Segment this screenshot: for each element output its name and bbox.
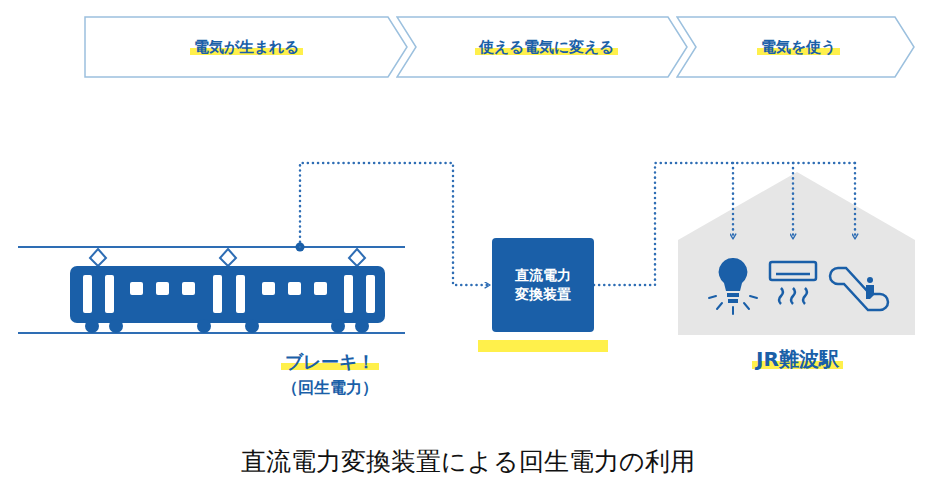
converter-base bbox=[478, 340, 608, 352]
caption-label: JR難波駅 bbox=[752, 347, 843, 371]
illustration-node: JR難波駅 bbox=[680, 240, 915, 373]
power-flow-line bbox=[732, 163, 735, 239]
power-flow bbox=[594, 163, 855, 285]
device-label: 直流電力変換装置 bbox=[515, 267, 571, 302]
escalator-icon bbox=[830, 268, 888, 310]
caption-label: ブレーキ！ bbox=[281, 351, 379, 372]
illustration-node: ブレーキ！ （回生電力） bbox=[250, 247, 410, 399]
converter-box: 直流電力変換装置 bbox=[492, 238, 594, 332]
rail bbox=[18, 332, 405, 334]
power-flow-line bbox=[594, 163, 855, 285]
stage-label: 電気を使う bbox=[757, 38, 840, 56]
pantograph bbox=[90, 249, 365, 266]
stage-chevron: 使える電気に変える bbox=[396, 16, 688, 78]
power-flow-line bbox=[300, 163, 490, 285]
air-conditioner-icon bbox=[770, 262, 816, 304]
power-flow-line bbox=[854, 163, 857, 239]
stage-label: 使える電気に変える bbox=[475, 38, 618, 56]
station-building bbox=[678, 172, 915, 335]
power-flow-line bbox=[792, 163, 795, 239]
train bbox=[70, 266, 385, 333]
overhead-wire bbox=[18, 246, 405, 248]
power-flow bbox=[300, 163, 490, 285]
stage-chevron: 電気を使う bbox=[676, 16, 915, 78]
stage-chevron: 電気が生まれる bbox=[84, 16, 408, 78]
figure-caption: 直流電力変換装置による回生電力の利用 bbox=[0, 445, 935, 478]
stage-label: 電気が生まれる bbox=[190, 38, 303, 56]
light-bulb-icon bbox=[709, 258, 757, 314]
caption-label: （回生電力） bbox=[282, 378, 378, 397]
